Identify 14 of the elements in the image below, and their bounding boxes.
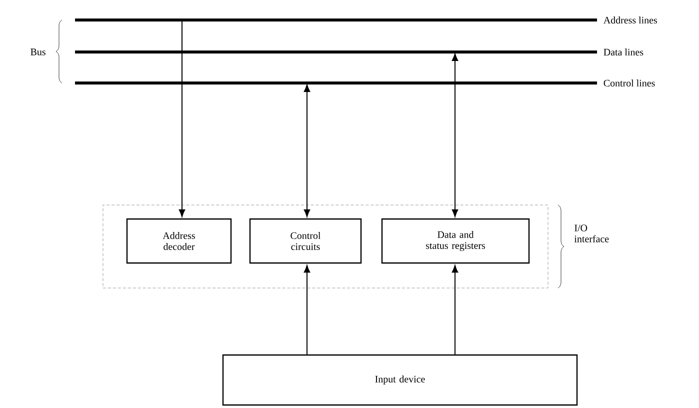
bus-line: Data lines: [75, 48, 644, 56]
node-label: I/O interface: [574, 224, 609, 242]
process-box: Data and status registers: [381, 218, 530, 264]
bus-line: Control lines: [75, 80, 655, 86]
bus-line: Address lines: [75, 16, 657, 24]
arrow: [452, 54, 458, 217]
bus-label: Bus: [30, 48, 46, 56]
arrow: [304, 265, 310, 355]
process-box: Address decoder: [126, 218, 232, 264]
arrow: [452, 265, 458, 355]
arrow: [304, 84, 310, 217]
process-box: Input device: [222, 354, 578, 406]
process-box: Control circuits: [249, 218, 362, 264]
arrow: [178, 20, 186, 217]
